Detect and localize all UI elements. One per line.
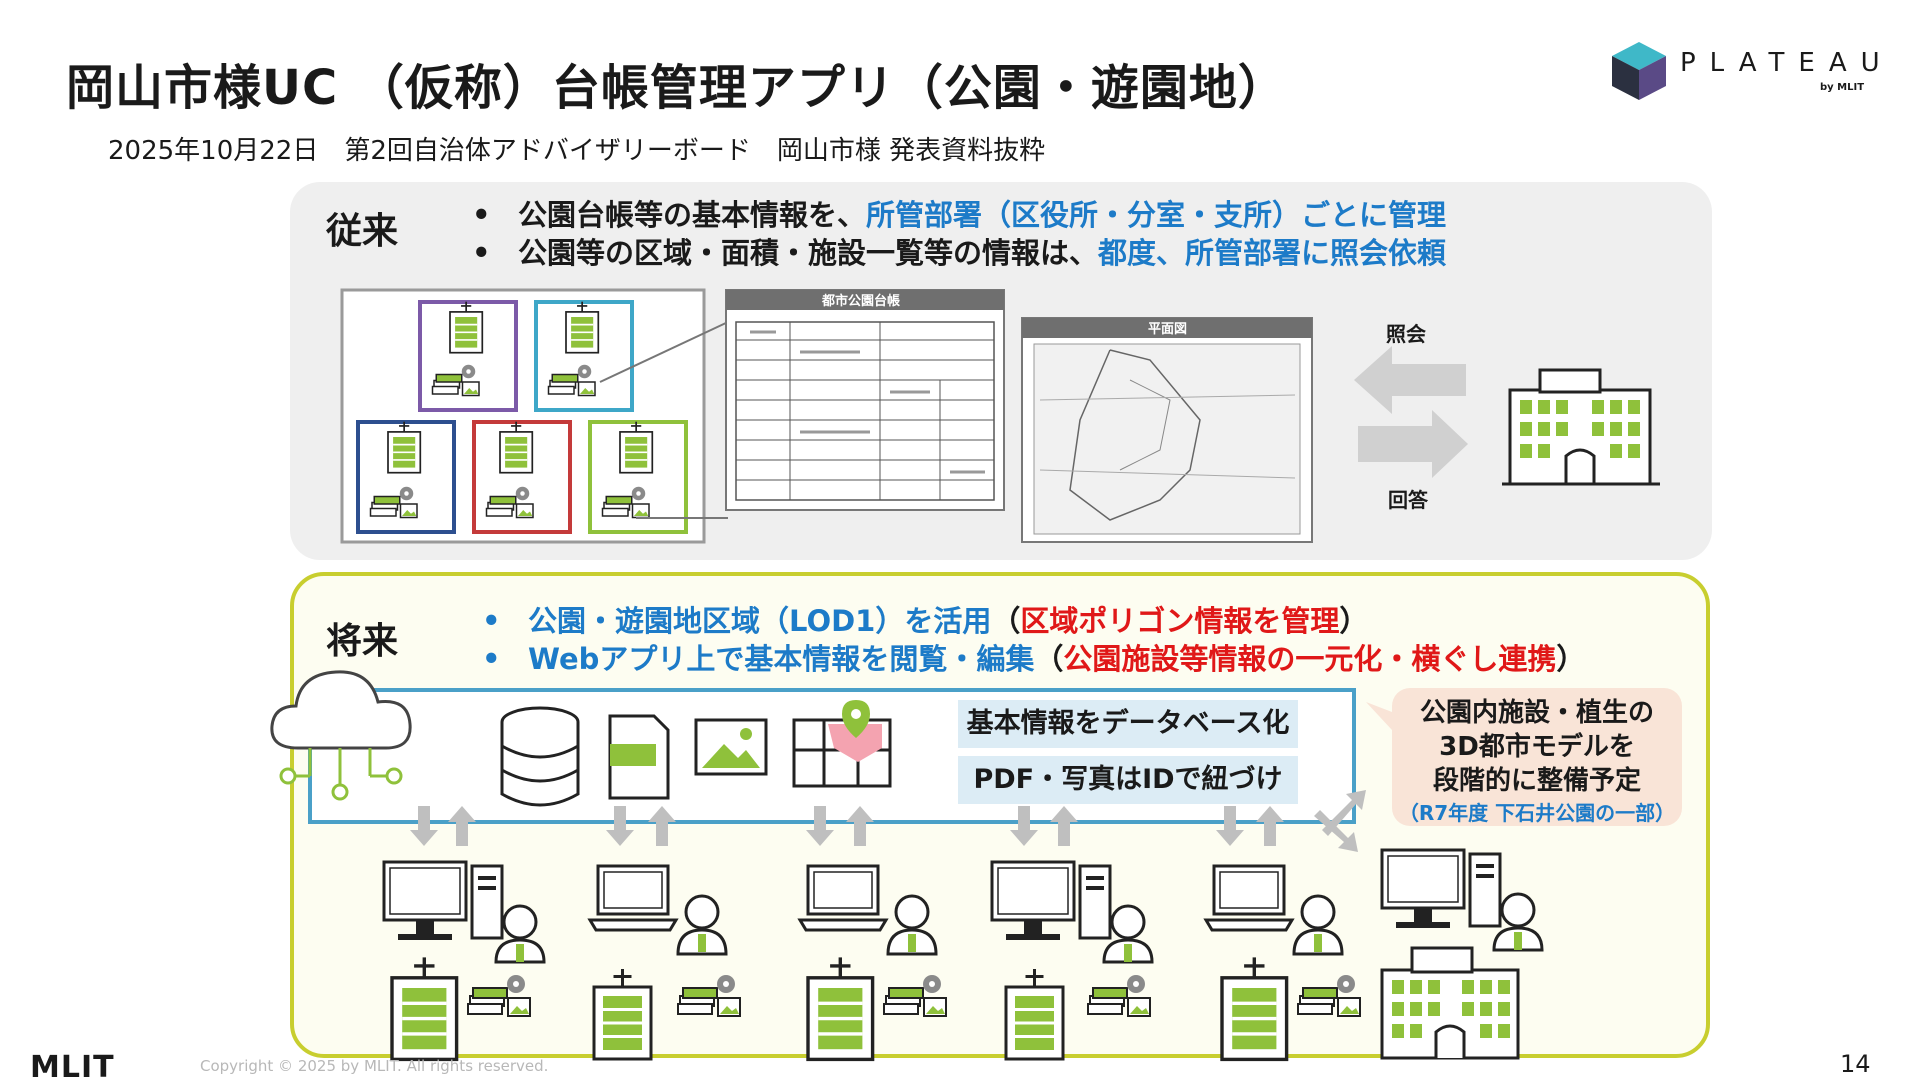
plateau-by-mlit: by MLIT — [1820, 82, 1865, 93]
park-ledger-title: 都市公園台帳 — [822, 294, 901, 309]
current-bullet-2: •公園等の区域・面積・施設一覧等の情報は、都度、所管部署に照会依頼 — [472, 236, 1447, 270]
park-ledger-document — [725, 289, 1005, 511]
answer-label: 回答 — [1388, 488, 1428, 512]
plan-drawing-title: 平面図 — [1148, 322, 1188, 337]
workstation-2 — [588, 864, 728, 956]
mlit-logo: MLIT — [30, 1050, 115, 1085]
copyright-text: Copyright © 2025 by MLIT. All rights res… — [200, 1057, 549, 1075]
future-label: 将来 — [326, 621, 399, 662]
future-bullet-1: •公園・遊園地区域（LOD1）を活用（区域ポリゴン情報を管理） — [482, 604, 1369, 638]
plan-drawing-document — [1021, 317, 1313, 543]
current-bullet-list: •公園台帳等の基本情報を、所管部署（区役所・分室・支所）ごとに管理 •公園等の区… — [472, 196, 1446, 272]
workstation-1 — [382, 860, 546, 964]
id-link-tag: PDF・写真はIDで紐づけ — [958, 756, 1298, 804]
callout-note: （R7年度 下石井公園の一部） — [1398, 801, 1676, 825]
current-label: 従来 — [326, 211, 399, 252]
database-tag: 基本情報をデータベース化 — [958, 700, 1298, 748]
office-row — [390, 955, 1361, 1062]
office-cluster — [340, 288, 729, 544]
department-building — [1502, 368, 1660, 486]
future-bullet-2: •Webアプリ上で基本情報を閲覧・編集（公園施設等情報の一元化・横ぐし連携） — [482, 642, 1586, 676]
callout-pointer — [1366, 702, 1392, 730]
inquiry-label: 照会 — [1386, 322, 1426, 346]
inquiry-arrow — [1354, 346, 1466, 414]
current-bullet-1: •公園台帳等の基本情報を、所管部署（区役所・分室・支所）ごとに管理 — [472, 198, 1447, 232]
page-title: 岡山市様UC （仮称）台帳管理アプリ（公園・遊園地） — [66, 60, 1287, 116]
plateau-cube-icon — [1612, 42, 1666, 100]
3d-model-callout: 公園内施設・植生の 3D都市モデルを 段階的に整備予定 （R7年度 下石井公園の… — [1392, 688, 1682, 826]
photo-icon — [694, 718, 768, 776]
plateau-wordmark: PLATEAU — [1680, 48, 1894, 78]
workstation-3 — [798, 864, 938, 956]
future-bullet-list: •公園・遊園地区域（LOD1）を活用（区域ポリゴン情報を管理） •Webアプリ上… — [482, 602, 1585, 678]
database-icon — [500, 706, 580, 807]
page-number: 14 — [1840, 1050, 1871, 1078]
workstation-5 — [1204, 864, 1344, 956]
callout-line-2: 3D都市モデルを — [1439, 732, 1635, 762]
pdf-document-icon — [608, 714, 670, 800]
sync-arrows — [410, 790, 1366, 852]
map-pin-icon — [792, 700, 892, 788]
cloud-icon — [270, 670, 412, 801]
callout-line-3: 段階的に整備予定 — [1432, 766, 1641, 796]
city-building — [1380, 946, 1520, 1060]
plateau-logo: PLATEAU by MLIT — [1608, 38, 1880, 104]
callout-line-1: 公園内施設・植生の — [1419, 698, 1654, 728]
page-subtitle: 2025年10月22日 第2回自治体アドバイザリーボード 岡山市様 発表資料抜粋 — [108, 136, 1046, 166]
answer-arrow — [1358, 410, 1468, 478]
workstation-4 — [990, 860, 1154, 964]
workstation-6 — [1380, 848, 1544, 952]
